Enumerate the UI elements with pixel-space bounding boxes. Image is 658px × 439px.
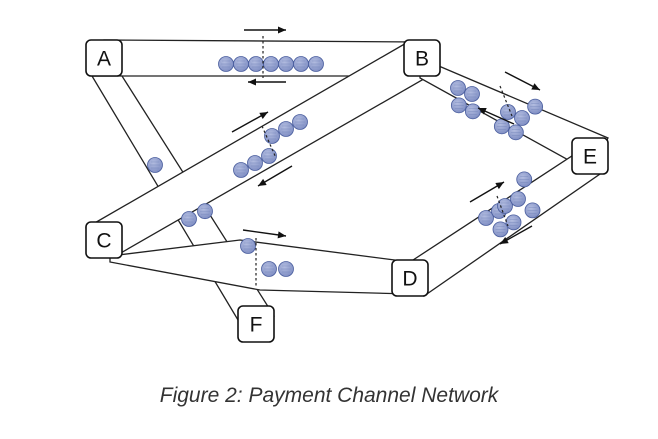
a-b-a-side-coin-3 bbox=[248, 56, 264, 72]
c-b-b-side-coin-2 bbox=[278, 121, 294, 137]
flow-arrow-b-e-1 bbox=[504, 71, 541, 91]
a-b-b-side-coin-1 bbox=[263, 56, 279, 72]
b-e-b-side-coin-2 bbox=[464, 86, 480, 102]
node-label-a: A bbox=[97, 48, 111, 71]
b-e-e-side-coin-5 bbox=[527, 98, 544, 115]
flow-arrow-a-b-2 bbox=[248, 78, 286, 86]
b-e-b-side-coin-3 bbox=[450, 97, 467, 114]
node-a: A bbox=[85, 39, 123, 77]
balance-divider-c-b bbox=[261, 125, 277, 159]
d-e-e-side-coin-3 bbox=[524, 202, 541, 219]
node-label-c: C bbox=[96, 230, 111, 253]
node-c: C bbox=[85, 221, 123, 259]
b-e-e-side-coin-3 bbox=[493, 118, 510, 135]
coins-c-b bbox=[233, 114, 308, 178]
d-e-d-side-coin-3 bbox=[492, 221, 509, 238]
coins-a-b bbox=[218, 36, 324, 78]
b-e-e-side-coin-2 bbox=[514, 110, 530, 126]
c-d-c-side-coin-1 bbox=[240, 238, 256, 254]
a-f-f-side-coin-2 bbox=[197, 203, 213, 220]
d-e-d-side-coin-4 bbox=[505, 214, 522, 231]
coins-b-e bbox=[450, 80, 544, 141]
c-b-b-side-coin-3 bbox=[292, 114, 308, 130]
flow-arrow-c-b-2 bbox=[257, 165, 293, 187]
node-d: D bbox=[391, 259, 429, 297]
node-f: F bbox=[237, 305, 275, 343]
node-box-a bbox=[85, 39, 123, 77]
d-e-e-side-coin-2 bbox=[510, 191, 526, 207]
flow-arrow-d-e-2 bbox=[499, 225, 533, 245]
c-d-d-side-coin-2 bbox=[278, 261, 294, 277]
a-f-f-side-coin-1 bbox=[181, 211, 197, 227]
flow-arrow-b-e-2 bbox=[477, 107, 515, 125]
b-e-b-side-coin-4 bbox=[464, 103, 481, 120]
flow-arrow-c-d-1 bbox=[242, 229, 287, 239]
node-b: B bbox=[403, 39, 441, 77]
flow-arrow-a-b-1 bbox=[244, 26, 286, 34]
a-f-a-side-coin-1 bbox=[147, 157, 163, 173]
a-b-b-side-coin-4 bbox=[308, 56, 324, 72]
b-e-e-side-coin-4 bbox=[507, 124, 524, 141]
node-label-f: F bbox=[250, 314, 263, 337]
node-box-b bbox=[403, 39, 441, 77]
flow-arrow-c-b-1 bbox=[231, 111, 269, 133]
c-b-c-side-coin-1 bbox=[233, 162, 249, 178]
node-label-e: E bbox=[583, 146, 597, 169]
d-e-d-side-coin-1 bbox=[478, 210, 494, 226]
coins-d-e bbox=[478, 171, 541, 238]
c-b-c-side-coin-3 bbox=[261, 148, 277, 164]
node-box-c bbox=[85, 221, 123, 259]
coins-c-d bbox=[240, 238, 294, 286]
figure-caption: Figure 2: Payment Channel Network bbox=[159, 384, 499, 407]
coins-layer bbox=[147, 36, 544, 286]
c-b-c-side-coin-2 bbox=[247, 155, 263, 171]
d-e-e-side-coin-4 bbox=[516, 171, 533, 188]
node-box-f bbox=[237, 305, 275, 343]
node-box-e bbox=[571, 137, 609, 175]
a-b-a-side-coin-1 bbox=[218, 56, 234, 72]
nodes-layer: A B C D E F bbox=[85, 39, 609, 343]
d-e-e-side-coin-1 bbox=[497, 198, 513, 214]
c-d-d-side-coin-1 bbox=[261, 261, 277, 277]
node-label-b: B bbox=[415, 48, 429, 71]
coins-a-f bbox=[147, 157, 213, 227]
a-b-b-side-coin-3 bbox=[293, 56, 309, 72]
node-e: E bbox=[571, 137, 609, 175]
a-b-b-side-coin-2 bbox=[278, 56, 294, 72]
balance-divider-b-e bbox=[499, 85, 513, 117]
balance-divider-d-e bbox=[496, 195, 509, 227]
a-b-a-side-coin-2 bbox=[233, 56, 249, 72]
channel-band-c-d bbox=[109, 239, 411, 295]
flow-arrow-d-e-1 bbox=[469, 181, 505, 203]
arrows-layer bbox=[231, 26, 541, 245]
node-box-d bbox=[391, 259, 429, 297]
node-label-d: D bbox=[402, 268, 417, 291]
b-e-b-side-coin-1 bbox=[450, 80, 466, 96]
